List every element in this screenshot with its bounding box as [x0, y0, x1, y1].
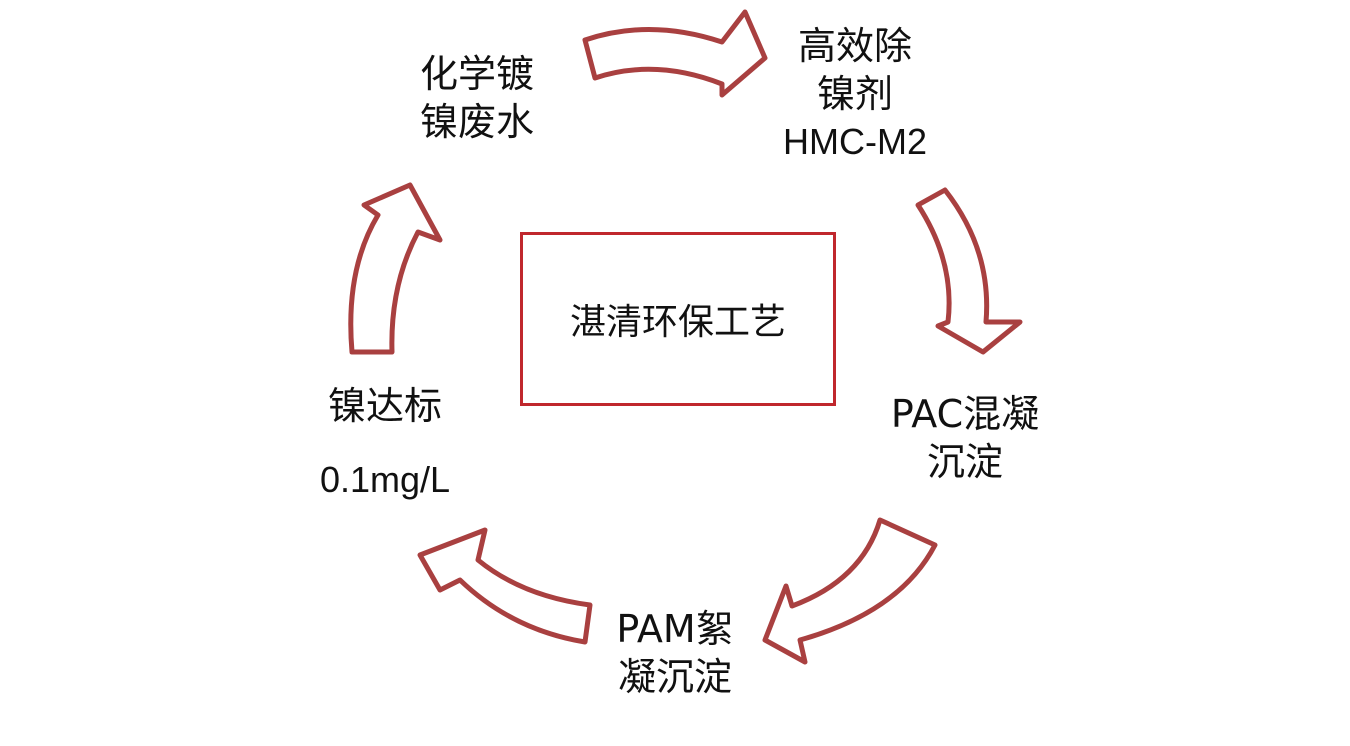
step-label: 镍剂 — [816, 72, 893, 116]
step-label: 镍达标 — [327, 384, 442, 428]
center-process-box: 湛清环保工艺 — [520, 232, 836, 406]
step-label: PAC混凝 — [890, 392, 1040, 436]
step-label: 沉淀 — [926, 440, 1003, 484]
step-label: 化学镀 — [420, 52, 535, 96]
arrow-left-icon — [348, 182, 443, 355]
step-label: 凝沉淀 — [617, 655, 732, 699]
arrow-lower-right-icon — [762, 517, 938, 665]
step-pac: PAC混凝 沉淀 — [880, 390, 1050, 486]
step-nickel-remover: 高效除 镍剂 HMC-M2 — [770, 22, 940, 166]
step-label: PAM絮 — [616, 607, 734, 651]
step-label: 高效除 — [797, 24, 912, 68]
arrow-right-icon — [915, 187, 1023, 355]
step-label: 0.1mg/L — [319, 459, 451, 500]
step-label: 镍废水 — [420, 100, 535, 144]
step-nickel-standard: 镍达标 0.1mg/L — [300, 380, 470, 506]
arrow-top-icon — [582, 9, 768, 98]
step-label: HMC-M2 — [783, 121, 927, 162]
step-wastewater: 化学镀 镍废水 — [420, 50, 534, 146]
step-pam: PAM絮 凝沉淀 — [600, 605, 750, 701]
arrow-lower-left-icon — [417, 527, 593, 645]
center-title: 湛清环保工艺 — [569, 302, 786, 343]
